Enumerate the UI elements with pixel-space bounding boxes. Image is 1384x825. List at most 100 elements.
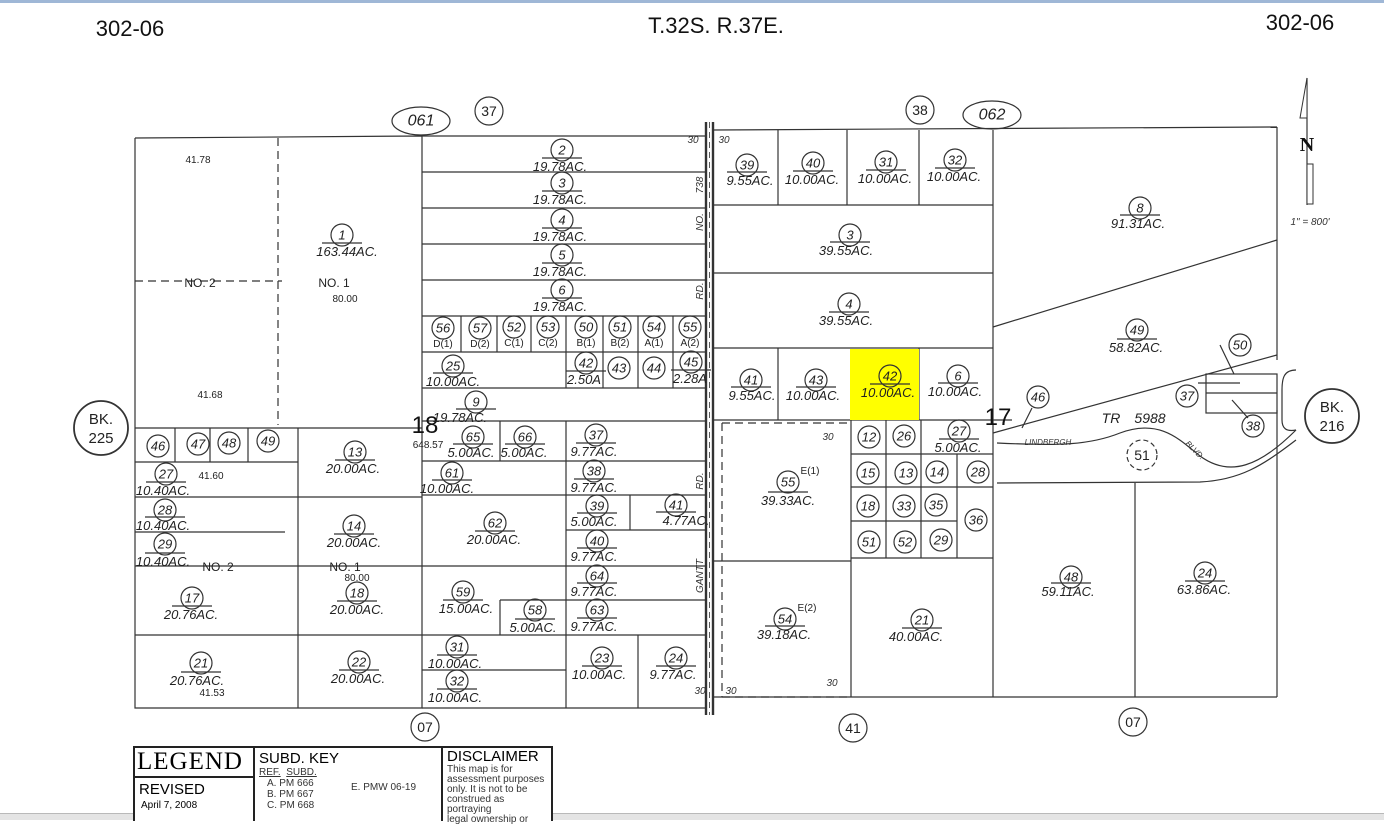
parcel-5[interactable]: 519.78AC.: [533, 243, 587, 279]
parcel-number-circle: [536, 315, 560, 339]
parcel-39[interactable]: 399.55AC.: [727, 153, 774, 188]
acreage-41-78: 41.78: [185, 155, 210, 166]
parcel-24[interactable]: 249.77AC.: [650, 646, 697, 682]
parcel-64[interactable]: 649.77AC.: [571, 564, 618, 599]
parcel-54[interactable]: 54A(1): [642, 315, 666, 349]
parcel-46[interactable]: 46: [146, 434, 170, 458]
parcel-number: 21: [193, 656, 208, 671]
parcel-9[interactable]: 919.78AC.: [433, 390, 496, 425]
parcel-27[interactable]: 275.00AC.: [935, 419, 982, 455]
parcel-35[interactable]: 35: [924, 493, 948, 517]
parcel-63[interactable]: 639.77AC.: [571, 598, 618, 634]
svg-text:07: 07: [1125, 714, 1141, 730]
parcel-39[interactable]: 395.00AC.: [571, 494, 618, 529]
parcel-12[interactable]: 12: [857, 425, 881, 449]
parcel-38[interactable]: 389.77AC.: [571, 459, 618, 495]
parcel-66[interactable]: 665.00AC.: [501, 425, 548, 460]
parcel-14[interactable]: 14: [925, 460, 949, 484]
parcel-57[interactable]: 57D(2): [468, 316, 492, 350]
parcel-3[interactable]: 339.55AC.: [819, 223, 873, 258]
parcel-3[interactable]: 319.78AC.: [533, 171, 587, 207]
adjacent-page-062[interactable]: 062: [962, 100, 1022, 130]
parcel-50[interactable]: 50: [1228, 333, 1252, 357]
section-18-area: 648.57: [413, 440, 444, 451]
adjacent-book-225[interactable]: BK.225: [73, 400, 129, 456]
width-30: 30: [694, 686, 706, 697]
parcel-48[interactable]: 48: [217, 431, 241, 455]
parcel-15[interactable]: 15: [856, 461, 880, 485]
parcel-50[interactable]: 50B(1): [574, 315, 598, 349]
parcel-4[interactable]: 419.78AC.: [533, 208, 587, 244]
parcel-38[interactable]: 38: [1241, 414, 1265, 438]
parcel-29[interactable]: 29: [929, 528, 953, 552]
parcel-55[interactable]: 55A(2): [678, 315, 702, 349]
parcel-65[interactable]: 655.00AC.: [448, 425, 495, 460]
adjacent-page-061[interactable]: 061: [391, 106, 451, 136]
parcel-56[interactable]: 56D(1): [431, 316, 455, 350]
parcel-2[interactable]: 219.78AC.: [533, 138, 587, 174]
parcel-37[interactable]: 37: [1175, 384, 1199, 408]
parcel-36[interactable]: 36: [964, 508, 988, 532]
parcel-6[interactable]: 619.78AC.: [533, 278, 587, 314]
parcel-46[interactable]: 46: [1026, 385, 1050, 409]
parcel-49[interactable]: 49: [256, 429, 280, 453]
parcel-6[interactable]: 610.00AC.: [928, 364, 982, 399]
parcel-4[interactable]: 439.55AC.: [819, 292, 873, 328]
adjacent-book-216[interactable]: BK.216: [1304, 388, 1360, 444]
parcel-51[interactable]: 51: [857, 530, 881, 554]
parcel-52[interactable]: 52: [893, 530, 917, 554]
parcel-45[interactable]: 452.28A: [671, 350, 711, 386]
parcel-18[interactable]: 18: [856, 494, 880, 518]
parcel-40[interactable]: 409.77AC.: [571, 529, 618, 564]
parcel-number: 29: [157, 537, 172, 552]
parcel-13[interactable]: 13: [894, 461, 918, 485]
parcel-53[interactable]: 53C(2): [536, 315, 560, 349]
subd-key-title: SUBD. KEY: [259, 750, 340, 767]
parcel-44[interactable]: 44: [642, 356, 666, 380]
parcel-26[interactable]: 26: [892, 424, 916, 448]
parcel-37[interactable]: 379.77AC.: [571, 423, 618, 459]
parcel-52[interactable]: 52C(1): [502, 315, 526, 349]
parcel-acreage: 19.78AC.: [533, 192, 587, 207]
parcel-42[interactable]: 422.50A: [566, 351, 606, 387]
parcel-41[interactable]: 414.77AC.: [656, 493, 709, 528]
parcel-28[interactable]: 28: [966, 460, 990, 484]
parcel-number-circle: [574, 315, 598, 339]
parcel-41[interactable]: 419.55AC.: [729, 368, 776, 403]
parcel-8[interactable]: 891.31AC.: [1111, 196, 1165, 231]
parcel-33[interactable]: 33: [892, 494, 916, 518]
parcel-51[interactable]: 51B(2): [608, 315, 632, 349]
parcel-58[interactable]: 585.00AC.: [510, 598, 557, 635]
parcel-43[interactable]: 43: [607, 356, 631, 380]
parcel-47[interactable]: 47: [186, 432, 210, 456]
parcel-acreage: 9.55AC.: [727, 173, 774, 188]
